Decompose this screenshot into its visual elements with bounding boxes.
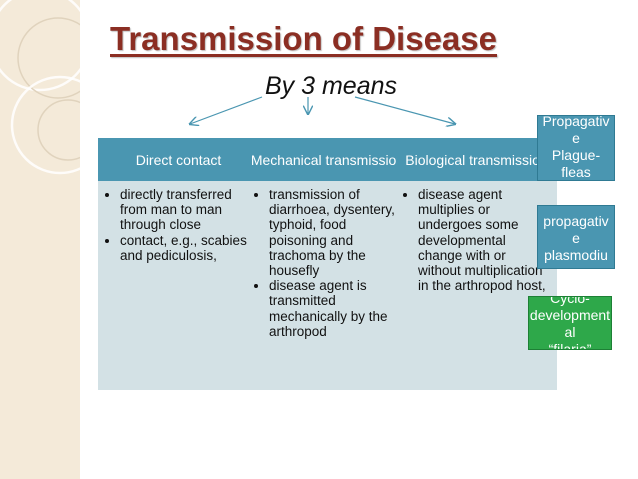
box-line: propagativ	[543, 213, 609, 229]
box-line: “filaria”	[548, 341, 592, 350]
arrow-to-biological	[354, 96, 455, 124]
column-header: Mechanical transmission	[247, 138, 408, 181]
decorative-circles-icon	[0, 0, 80, 175]
box-line: al	[564, 324, 576, 340]
arrow-to-direct-contact	[190, 96, 263, 124]
propagative-box: Propagativ e Plague- fleas	[537, 115, 615, 181]
list-item: directly transferred from man to man thr…	[120, 187, 253, 233]
box-line: Propagativ	[542, 115, 610, 129]
box-line: e	[572, 130, 580, 146]
subtitle: By 3 means	[265, 72, 398, 100]
list-item: transmission of diarrhoea, dysentery, ty…	[269, 187, 402, 278]
cyclo-propagative-box: - propagativ e plasmodiu	[537, 205, 615, 269]
box-line: fleas	[561, 164, 591, 180]
column-biological-transmission: Biological transmission disease agent mu…	[396, 138, 557, 390]
cyclo-developmental-box: Cyclo- development al “filaria”	[528, 296, 612, 350]
column-list: transmission of diarrhoea, dysentery, ty…	[247, 181, 408, 339]
box-line: -	[538, 206, 614, 213]
box-line: plasmodiu	[544, 247, 608, 263]
box-line: Plague-	[551, 147, 601, 163]
column-direct-contact: Direct contact directly transferred from…	[98, 138, 259, 390]
box-line: Cyclo-	[550, 296, 590, 306]
list-item: contact, e.g., scabies and pediculosis,	[120, 233, 253, 263]
box-line: e	[572, 230, 580, 246]
column-list: directly transferred from man to man thr…	[98, 181, 259, 263]
page-title: Transmission of Disease	[110, 20, 497, 57]
decorative-sidebar	[0, 0, 80, 479]
list-item: disease agent is transmitted mechanicall…	[269, 278, 402, 339]
column-list: disease agent multiplies or undergoes so…	[396, 181, 557, 293]
box-line: development	[529, 307, 611, 323]
list-item: disease agent multiplies or undergoes so…	[418, 187, 551, 293]
column-mechanical-transmission: Mechanical transmission transmission of …	[247, 138, 408, 390]
column-header: Biological transmission	[396, 138, 557, 181]
column-header: Direct contact	[98, 138, 259, 181]
